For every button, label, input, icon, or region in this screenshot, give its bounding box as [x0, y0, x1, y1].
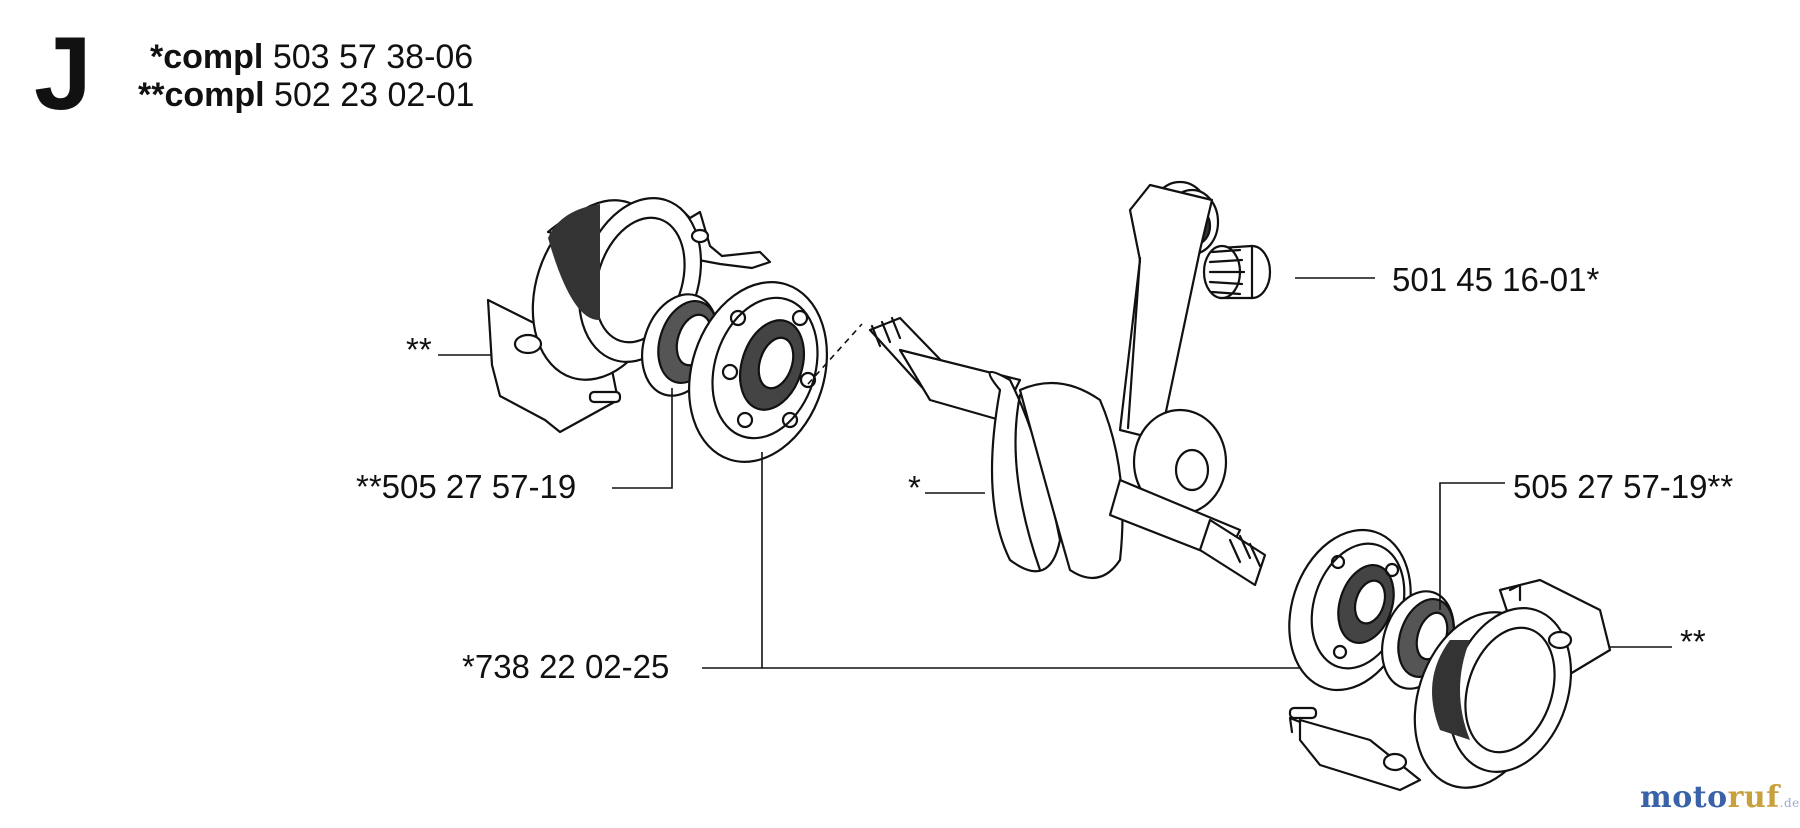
watermark-suffix: .de	[1779, 796, 1800, 810]
callout-right-seal: 505 27 57-19**	[1513, 468, 1734, 505]
left-bearing-housing	[486, 197, 772, 434]
needle-bearing	[1202, 244, 1272, 300]
kit-prefix: *compl	[150, 38, 264, 76]
left-ball-bearing	[687, 281, 829, 463]
leader-shaft-axis	[807, 323, 863, 385]
callout-needle-bearing: 501 45 16-01*	[1392, 261, 1600, 298]
kit-line-2: **compl 502 23 02-01	[138, 76, 474, 114]
callout-left-housing: **	[406, 331, 432, 368]
leader-left-seal	[612, 388, 673, 489]
kit-number: 503 57 38-06	[272, 38, 474, 76]
callout-crankshaft: *	[908, 469, 921, 506]
leader-lines	[438, 277, 1672, 669]
leader-ball-bearing-left	[702, 452, 763, 669]
callout-ball-bearing: *738 22 02-25	[462, 648, 670, 685]
watermark-part1: moto	[1640, 780, 1728, 815]
watermark-logo: motoruf.de	[1640, 780, 1800, 815]
connecting-rod	[1118, 180, 1228, 516]
crankshaft	[868, 316, 1267, 587]
callout-right-housing: **	[1680, 623, 1706, 660]
callout-left-seal: **505 27 57-19	[356, 468, 577, 505]
right-ball-bearing	[1288, 528, 1412, 692]
section-letter: J	[34, 16, 92, 132]
leader-right-seal	[1439, 482, 1505, 610]
watermark-part2: ruf	[1727, 780, 1780, 815]
right-bearing-housing	[1288, 578, 1612, 792]
kit-line-1: *compl 503 57 38-06	[150, 38, 473, 76]
kit-prefix: **compl	[138, 76, 265, 114]
kit-number: 502 23 02-01	[274, 76, 475, 114]
